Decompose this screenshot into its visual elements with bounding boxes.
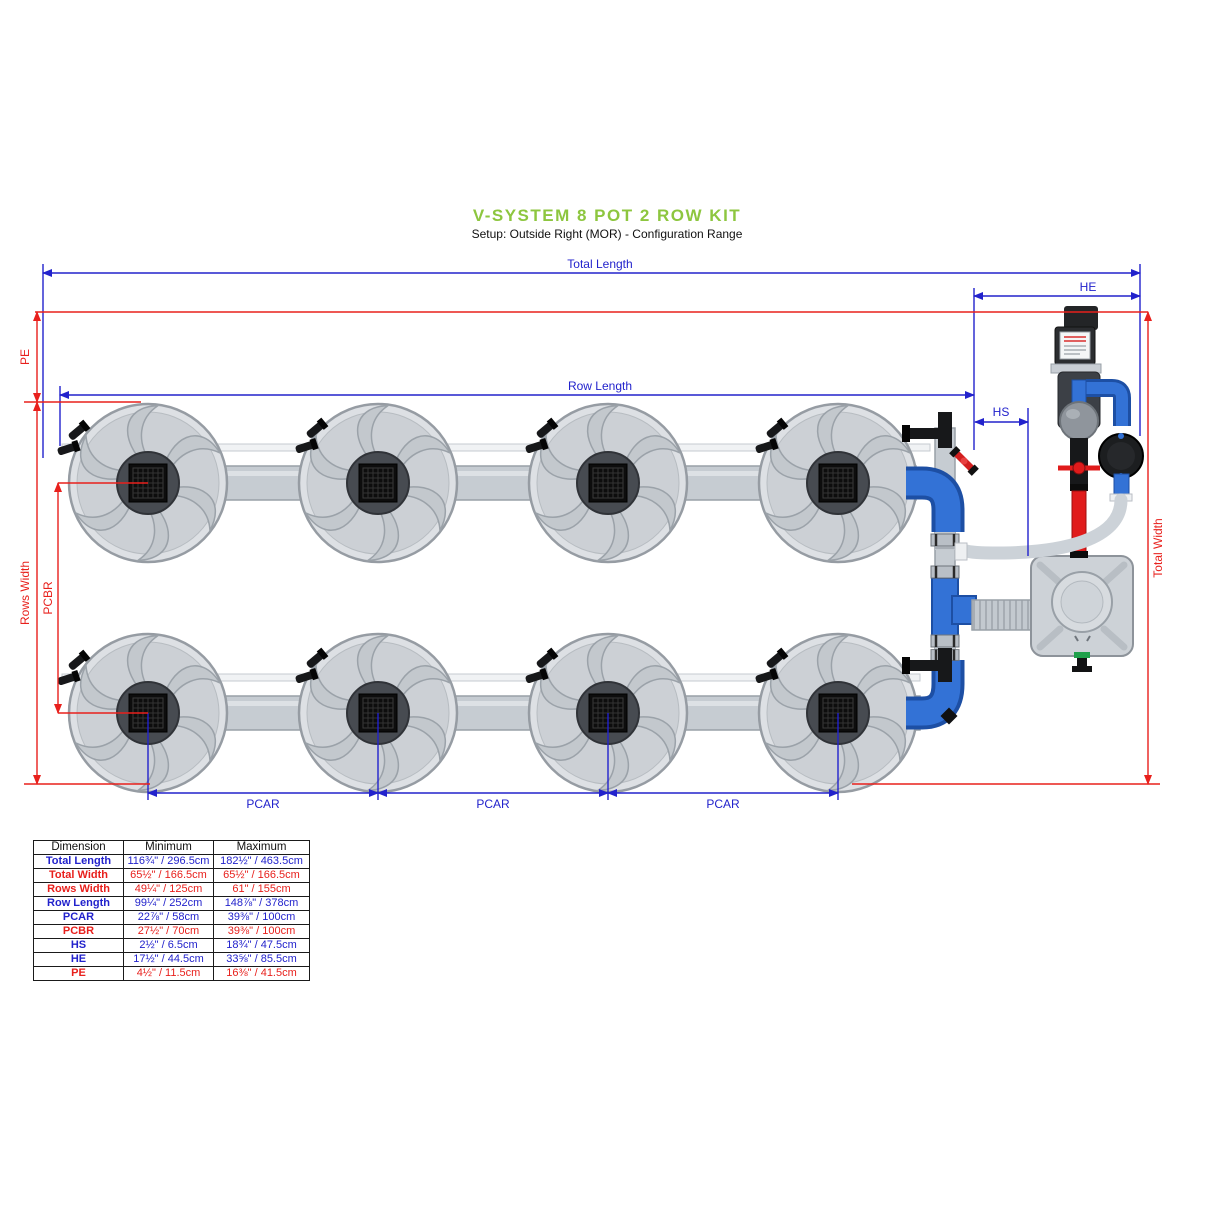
col-header-maximum: Maximum	[213, 840, 310, 855]
dim-min: 49¼" / 125cm	[123, 882, 214, 897]
dim-max: 39⅜" / 100cm	[213, 910, 310, 925]
table-row: PE 4½" / 11.5cm 16⅜" / 41.5cm	[33, 966, 310, 981]
table-row: PCBR 27½" / 70cm 39⅜" / 100cm	[33, 924, 310, 939]
system-diagram: Total Length HE Row Length HS PCAR PCAR …	[18, 257, 1165, 811]
dim-name: HS	[33, 938, 124, 953]
dim-name: Row Length	[33, 896, 124, 911]
page-title: V-SYSTEM 8 POT 2 ROW KIT	[472, 206, 742, 225]
dim-min: 99¼" / 252cm	[123, 896, 214, 911]
table-row: Rows Width 49¼" / 125cm 61" / 155cm	[33, 882, 310, 897]
reservoir	[1030, 555, 1134, 672]
dim-max: 65½" / 166.5cm	[213, 868, 310, 883]
blue-dimensions: Total Length HE Row Length HS PCAR PCAR …	[42, 257, 1141, 811]
dim-label-pcar-1: PCAR	[246, 797, 280, 811]
col-header-dimension: Dimension	[33, 840, 124, 855]
return-hose	[959, 493, 1128, 560]
controller-assembly	[954, 306, 1144, 561]
dim-label-pcbr: PCBR	[41, 581, 55, 615]
dimensions-table: Dimension Minimum Maximum Total Length 1…	[33, 840, 310, 981]
dim-max: 182½" / 463.5cm	[213, 854, 310, 869]
table-row: HE 17½" / 44.5cm 33⅝" / 85.5cm	[33, 952, 310, 967]
dim-min: 65½" / 166.5cm	[123, 868, 214, 883]
dim-name: Rows Width	[33, 882, 124, 897]
ball-valve	[1059, 401, 1099, 441]
dim-label-hs: HS	[993, 405, 1010, 419]
dim-name: Total Width	[33, 868, 124, 883]
page-subtitle: Setup: Outside Right (MOR) - Configurati…	[471, 227, 743, 241]
dim-max: 148⅞" / 378cm	[213, 896, 310, 911]
dim-min: 4½" / 11.5cm	[123, 966, 214, 981]
dim-min: 116¾" / 296.5cm	[123, 854, 214, 869]
dim-label-total-width: Total Width	[1151, 518, 1165, 577]
dim-max: 18¾" / 47.5cm	[213, 938, 310, 953]
dim-max: 33⅝" / 85.5cm	[213, 952, 310, 967]
dim-min: 2½" / 6.5cm	[123, 938, 214, 953]
valve-handle	[1072, 461, 1086, 475]
table-row: PCAR 22⅞" / 58cm 39⅜" / 100cm	[33, 910, 310, 925]
dim-name: HE	[33, 952, 124, 967]
manifold	[902, 412, 1033, 730]
dim-label-pcar-3: PCAR	[706, 797, 740, 811]
dim-label-row-length: Row Length	[568, 379, 632, 393]
dim-label-pe: PE	[18, 349, 32, 365]
dim-label-total-length: Total Length	[567, 257, 632, 271]
red-dimensions: PE Rows Width PCBR Total Width	[18, 311, 1165, 785]
col-header-minimum: Minimum	[123, 840, 214, 855]
dim-name: PCBR	[33, 924, 124, 939]
table-row: HS 2½" / 6.5cm 18¾" / 47.5cm	[33, 938, 310, 953]
dim-label-pcar-2: PCAR	[476, 797, 510, 811]
table-row: Total Length 116¾" / 296.5cm 182½" / 463…	[33, 854, 310, 869]
drip-valve	[949, 446, 979, 476]
dim-label-he: HE	[1080, 280, 1097, 294]
controller-cap	[1064, 306, 1098, 330]
table-row: Total Width 65½" / 166.5cm 65½" / 166.5c…	[33, 868, 310, 883]
dim-min: 22⅞" / 58cm	[123, 910, 214, 925]
dim-max: 16⅜" / 41.5cm	[213, 966, 310, 981]
table-row: Row Length 99¼" / 252cm 148⅞" / 378cm	[33, 896, 310, 911]
dim-name: PCAR	[33, 910, 124, 925]
dim-name: PE	[33, 966, 124, 981]
dim-max: 61" / 155cm	[213, 882, 310, 897]
dim-max: 39⅜" / 100cm	[213, 924, 310, 939]
dim-min: 17½" / 44.5cm	[123, 952, 214, 967]
table-header-row: Dimension Minimum Maximum	[33, 840, 310, 855]
dim-label-rows-width: Rows Width	[18, 561, 32, 625]
dim-min: 27½" / 70cm	[123, 924, 214, 939]
dim-name: Total Length	[33, 854, 124, 869]
